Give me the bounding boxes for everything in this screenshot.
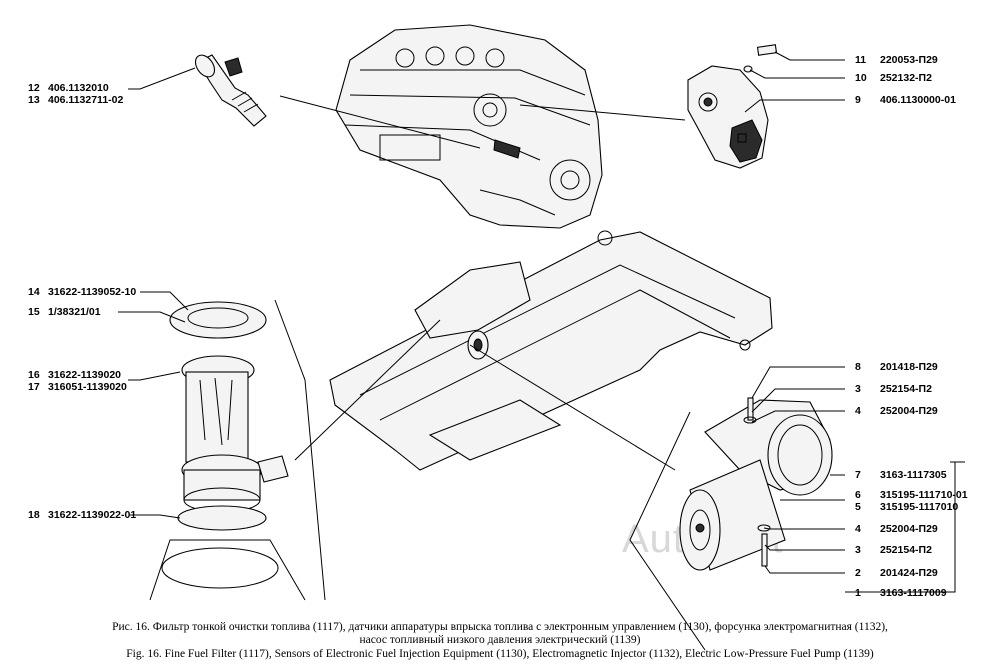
callout-num-14: 14 [28,286,40,298]
sensor-illustration [687,44,778,169]
leader-sensor [519,104,686,121]
callout-code-13: 406.1132711-02 [48,94,123,106]
callout-code-16: 31622-1139020 [48,369,121,381]
callout-code-12: 406.1132010 [48,82,109,94]
leader-4a [751,410,845,423]
callout-num-4a: 4 [855,405,861,417]
leader-12-13 [128,67,196,90]
caption-ru-line2: насос топливный низкого давления электри… [359,634,641,646]
callout-code-17: 316051-1139020 [48,381,127,393]
filter-frame-line [629,411,706,651]
callout-num-6: 6 [855,489,861,501]
caption-en-line: Fig. 16. Fine Fuel Filter (1117), Sensor… [126,648,874,660]
callout-code-4b: 252004-П29 [880,523,938,535]
callout-code-11: 220053-П29 [880,54,938,66]
callout-num-15: 15 [28,306,40,318]
callout-num-5: 5 [855,501,861,513]
leader-15 [118,311,186,323]
leader-9 [744,99,845,113]
callout-code-18: 31622-1139022-01 [48,509,136,521]
leader-3b [764,544,845,551]
leader-filter [469,344,676,471]
leader-4b [763,527,845,530]
callout-code-6: 315195-111710-01 [880,489,968,501]
caption-ru-line1: Рис. 16. Фильтр тонкой очистки топлива (… [112,621,888,633]
callout-num-13: 13 [28,94,40,106]
callout-code-4a: 252004-П29 [880,405,938,417]
callout-code-3a: 252154-П2 [880,383,932,395]
leader-3a [751,388,845,413]
leader-18 [130,514,181,519]
chassis-frame-illustration [329,230,773,471]
pump-frame-line [274,299,326,601]
callout-code-7: 3163-1117305 [880,469,947,481]
fuel-pump-illustration [149,301,306,601]
callout-code-3b: 252154-П2 [880,544,932,556]
callout-num-7: 7 [855,469,861,481]
callout-num-3a: 3 [855,383,861,395]
leader-pump [294,319,441,461]
callout-num-17: 17 [28,381,40,393]
callout-code-14: 31622-1139052-10 [48,286,136,298]
leader-1 [845,461,956,593]
injector-illustration [194,54,267,127]
engine-illustration [335,24,603,229]
leader-2 [764,565,845,574]
callout-num-8: 8 [855,361,861,373]
callout-num-3b: 3 [855,544,861,556]
leader-14 [140,291,189,311]
leader-11 [774,51,845,61]
fuel-filter-illustration [679,397,833,571]
callout-num-18: 18 [28,509,40,521]
callout-num-12: 12 [28,82,40,94]
callout-code-15: 1/38321/01 [48,306,101,318]
callout-code-2: 201424-П29 [880,567,938,579]
callout-num-10: 10 [855,72,867,84]
leader-injector [279,95,481,149]
callout-num-2: 2 [855,567,861,579]
leader-10 [749,69,845,79]
callout-code-1: 3163-1117009 [880,587,947,599]
callout-num-4b: 4 [855,523,861,535]
callout-num-9: 9 [855,94,861,106]
callout-code-9: 406.1130000-01 [880,94,956,106]
callout-num-11: 11 [855,54,866,66]
callout-num-16: 16 [28,369,40,381]
leader-16-17 [128,371,181,381]
leader-8 [751,366,845,399]
callout-code-10: 252132-П2 [880,72,932,84]
callout-code-8: 201418-П29 [880,361,938,373]
callout-num-1: 1 [855,587,861,599]
callout-code-5: 315195-1117010 [880,501,958,513]
